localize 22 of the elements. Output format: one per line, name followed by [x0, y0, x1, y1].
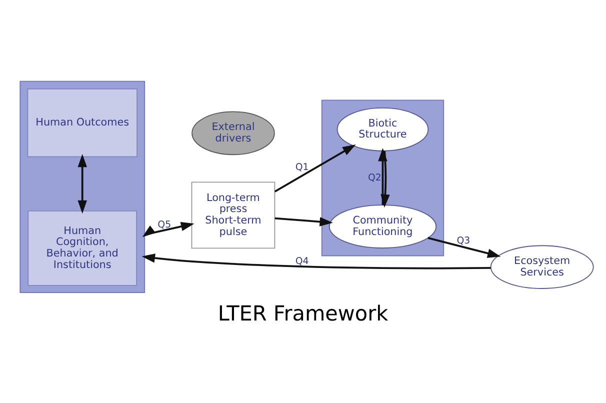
arrow [142, 253, 491, 269]
arrow [274, 216, 333, 226]
node-box: Human Cognition, Behavior, and Institutions [28, 210, 138, 286]
node-ellipse: Biotic Structure [336, 106, 429, 151]
cluster [20, 80, 146, 292]
node-box: Human Outcomes [27, 88, 138, 157]
arrow [142, 221, 194, 237]
edge-label: Q4 [295, 256, 309, 267]
node-ellipse: Ecosystem Services [490, 244, 594, 288]
edge-label: Q2 [368, 172, 382, 183]
node-ellipse: Community Functioning [328, 204, 437, 248]
arrow [274, 144, 356, 192]
node-ellipse: External drivers [192, 110, 275, 155]
node-box: Long-term press Short-term pulse [191, 181, 276, 248]
arrow [380, 150, 390, 208]
cluster [321, 99, 444, 256]
edge-label: Q1 [295, 161, 309, 172]
arrow [378, 148, 388, 204]
edge-label: Q3 [456, 234, 470, 246]
arrow [78, 153, 87, 214]
edge-label: Q5 [158, 218, 172, 230]
diagram-title: LTER Framework [218, 300, 388, 325]
